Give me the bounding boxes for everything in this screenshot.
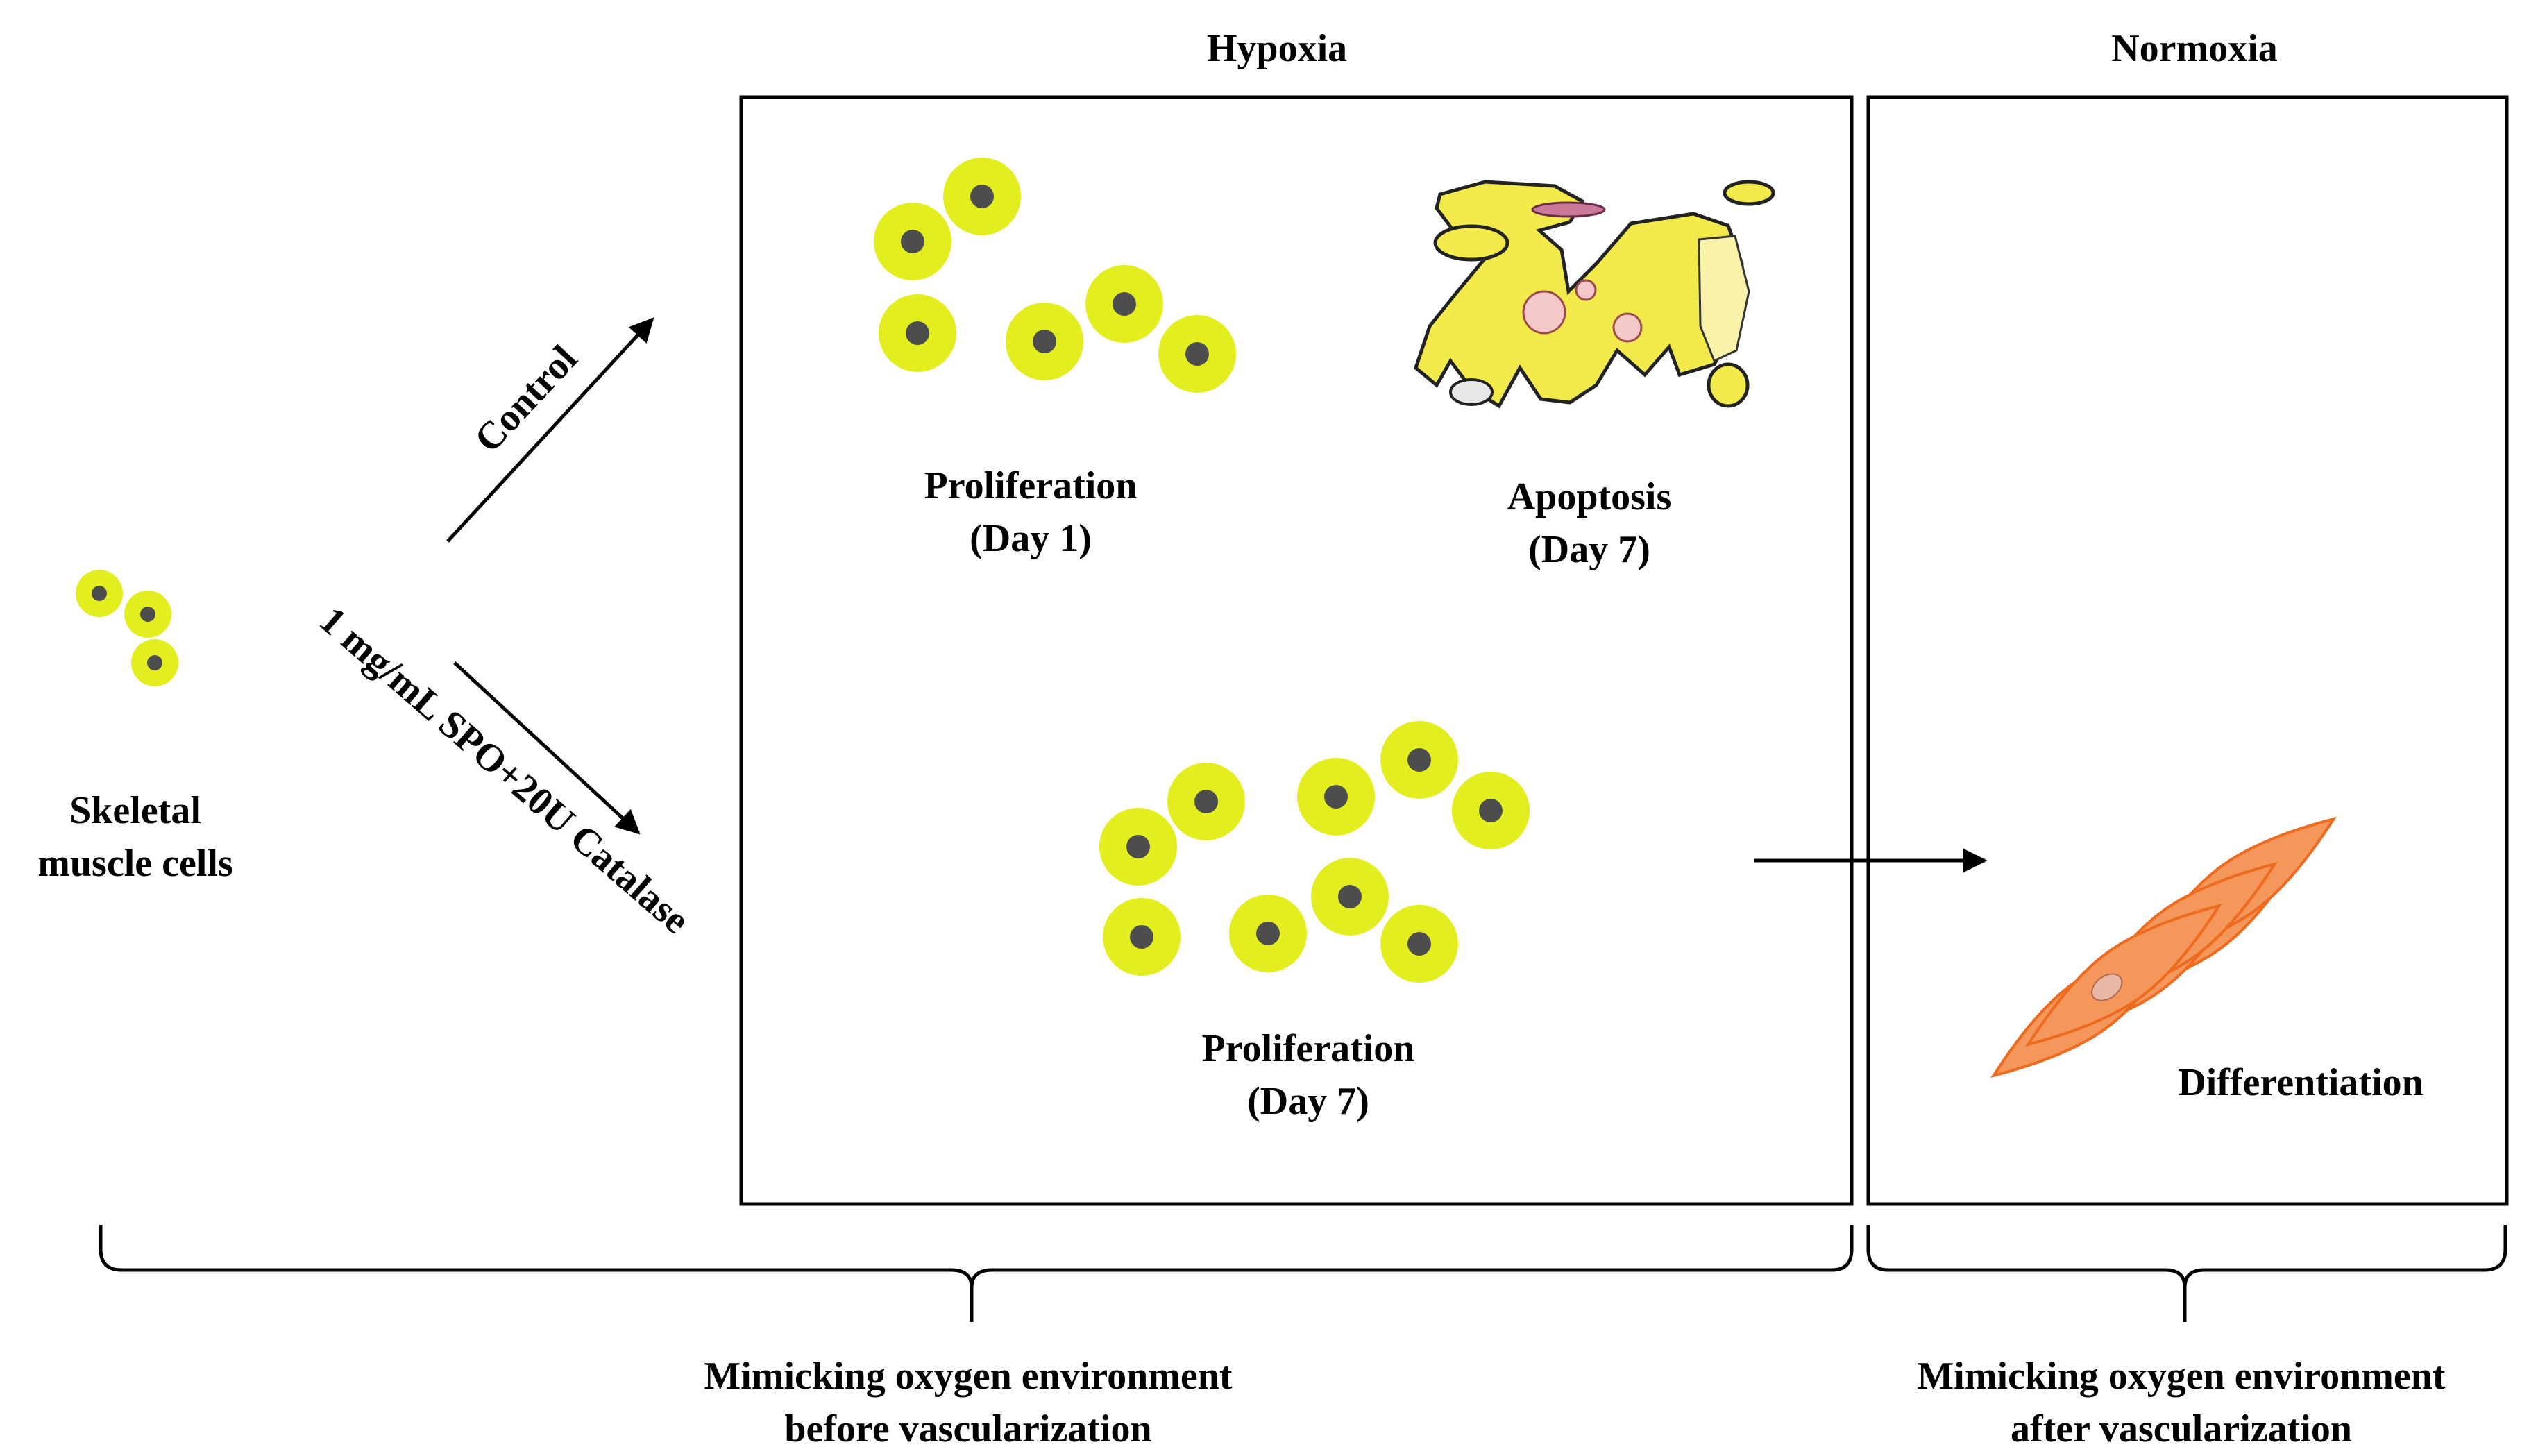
nucleus — [1407, 932, 1431, 956]
proliferating-cell-day7 — [1297, 758, 1375, 836]
nucleus — [1194, 790, 1218, 813]
proliferating-cell-day7 — [1311, 858, 1389, 936]
proliferating-cell-day1 — [874, 203, 951, 280]
proliferating-cell-day1 — [1085, 265, 1163, 343]
nucleus — [1033, 330, 1056, 353]
hypoxia-panel-frame — [739, 95, 1854, 1206]
nucleus — [1185, 342, 1209, 366]
differentiation-label: Differentiation — [2178, 1061, 2424, 1104]
myotube-cell — [2025, 903, 2222, 1047]
seed-cell — [131, 639, 178, 686]
proliferating-cell-day7 — [1380, 905, 1458, 983]
proliferating-cell-day7 — [1452, 772, 1530, 849]
nucleus — [1113, 292, 1136, 316]
apoptosis-day7-label: Apoptosis (Day 7) — [1507, 475, 1672, 571]
proliferating-cell-day7 — [1103, 898, 1181, 976]
proliferation-day7-label: Proliferation (Day 7) — [1201, 1027, 1415, 1123]
proliferating-cell-day7 — [1380, 721, 1458, 799]
seed-cell — [124, 591, 171, 638]
skeletal-muscle-cells-label: Skeletal muscle cells — [37, 789, 233, 885]
before-vascularization-label: Mimicking oxygen environment before vasc… — [704, 1355, 1233, 1450]
normoxia-header: Normoxia — [2111, 27, 2278, 70]
nucleus — [906, 321, 929, 345]
proliferating-cell-day7 — [1099, 808, 1177, 886]
nucleus — [147, 655, 162, 670]
nucleus — [1479, 799, 1503, 822]
nucleus — [970, 185, 994, 208]
brace-after-vascularization — [1866, 1225, 2507, 1322]
treatment-arrow — [453, 661, 641, 835]
proliferating-cell-day1 — [879, 294, 956, 372]
proliferating-cell-day7 — [1167, 763, 1245, 840]
nucleus — [1130, 925, 1153, 949]
nucleus — [1407, 748, 1431, 772]
seed-cell — [76, 570, 123, 617]
nucleus — [1324, 785, 1348, 809]
brace-before-vascularization — [99, 1225, 1854, 1322]
control-arrow — [446, 317, 654, 543]
nucleus — [1338, 885, 1362, 908]
myotube-nucleus — [2091, 973, 2123, 1001]
nucleus — [140, 607, 155, 622]
nucleus — [1126, 835, 1150, 858]
nucleus — [901, 230, 924, 253]
proliferating-cell-day1 — [1158, 315, 1236, 393]
nucleus — [92, 586, 107, 601]
apoptotic-cell-illustration — [1414, 180, 1775, 409]
hypoxia-header: Hypoxia — [1206, 27, 1348, 70]
proliferating-cell-day1 — [943, 158, 1021, 235]
cells-layer — [76, 158, 1530, 983]
nucleus — [1256, 922, 1280, 945]
proliferating-cell-day1 — [1006, 303, 1083, 380]
proliferation-day1-label: Proliferation (Day 1) — [924, 464, 1137, 560]
proliferating-cell-day7 — [1229, 895, 1307, 972]
myotube-illustration — [1990, 816, 2337, 1078]
normoxia-panel-frame — [1866, 95, 2509, 1206]
after-vascularization-label: Mimicking oxygen environment after vascu… — [1917, 1355, 2446, 1450]
